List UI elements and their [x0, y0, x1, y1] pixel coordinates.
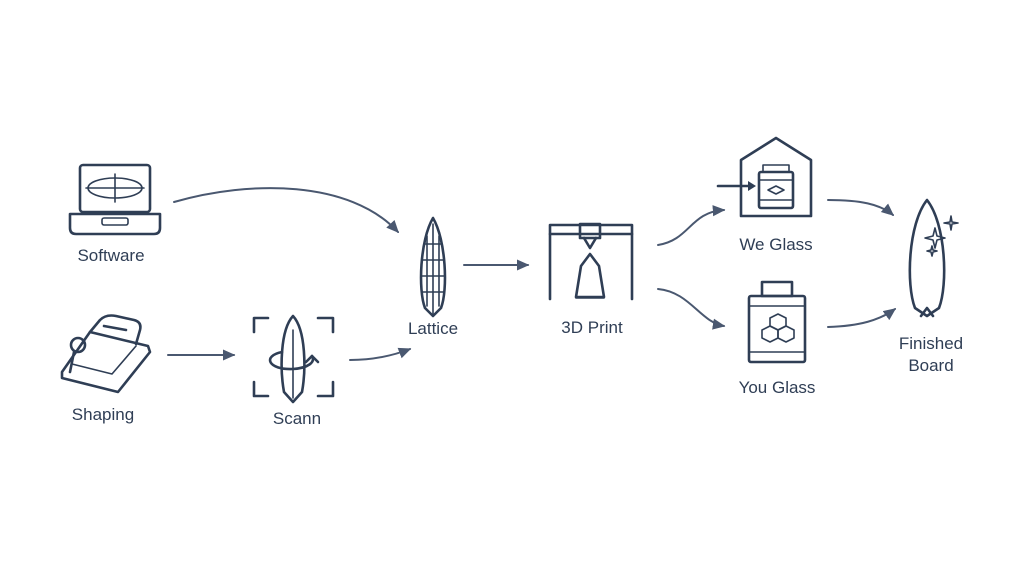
sparkle-surfboard-icon — [908, 198, 959, 318]
3d-printer-icon — [548, 222, 634, 301]
arrow-print-to-we-glass — [657, 205, 726, 246]
resin-can-icon — [747, 280, 807, 364]
label-we-glass: We Glass — [739, 235, 813, 254]
label-shaping: Shaping — [71, 405, 135, 424]
label-software: Software — [77, 246, 145, 265]
label-board: Board — [908, 356, 954, 375]
arrow-we-glass-to-finished — [827, 199, 895, 216]
label-lattice: Lattice — [407, 319, 459, 338]
connector-arrows — [167, 187, 897, 361]
label-3d-print: 3D Print — [561, 318, 623, 337]
arrow-software-to-lattice — [173, 187, 399, 234]
label-you-glass: You Glass — [738, 378, 816, 397]
hand-planer-icon — [60, 314, 152, 394]
arrow-print-to-you-glass — [657, 288, 726, 330]
label-finished: Finished — [898, 334, 964, 353]
arrow-you-glass-to-finished — [827, 308, 897, 328]
house-resin-icon — [716, 136, 813, 218]
scan-surfboard-icon — [252, 314, 335, 404]
lattice-surfboard-icon — [419, 216, 447, 318]
label-scann: Scann — [272, 409, 322, 428]
arrow-scann-to-lattice — [349, 347, 412, 361]
laptop-icon — [68, 163, 162, 236]
